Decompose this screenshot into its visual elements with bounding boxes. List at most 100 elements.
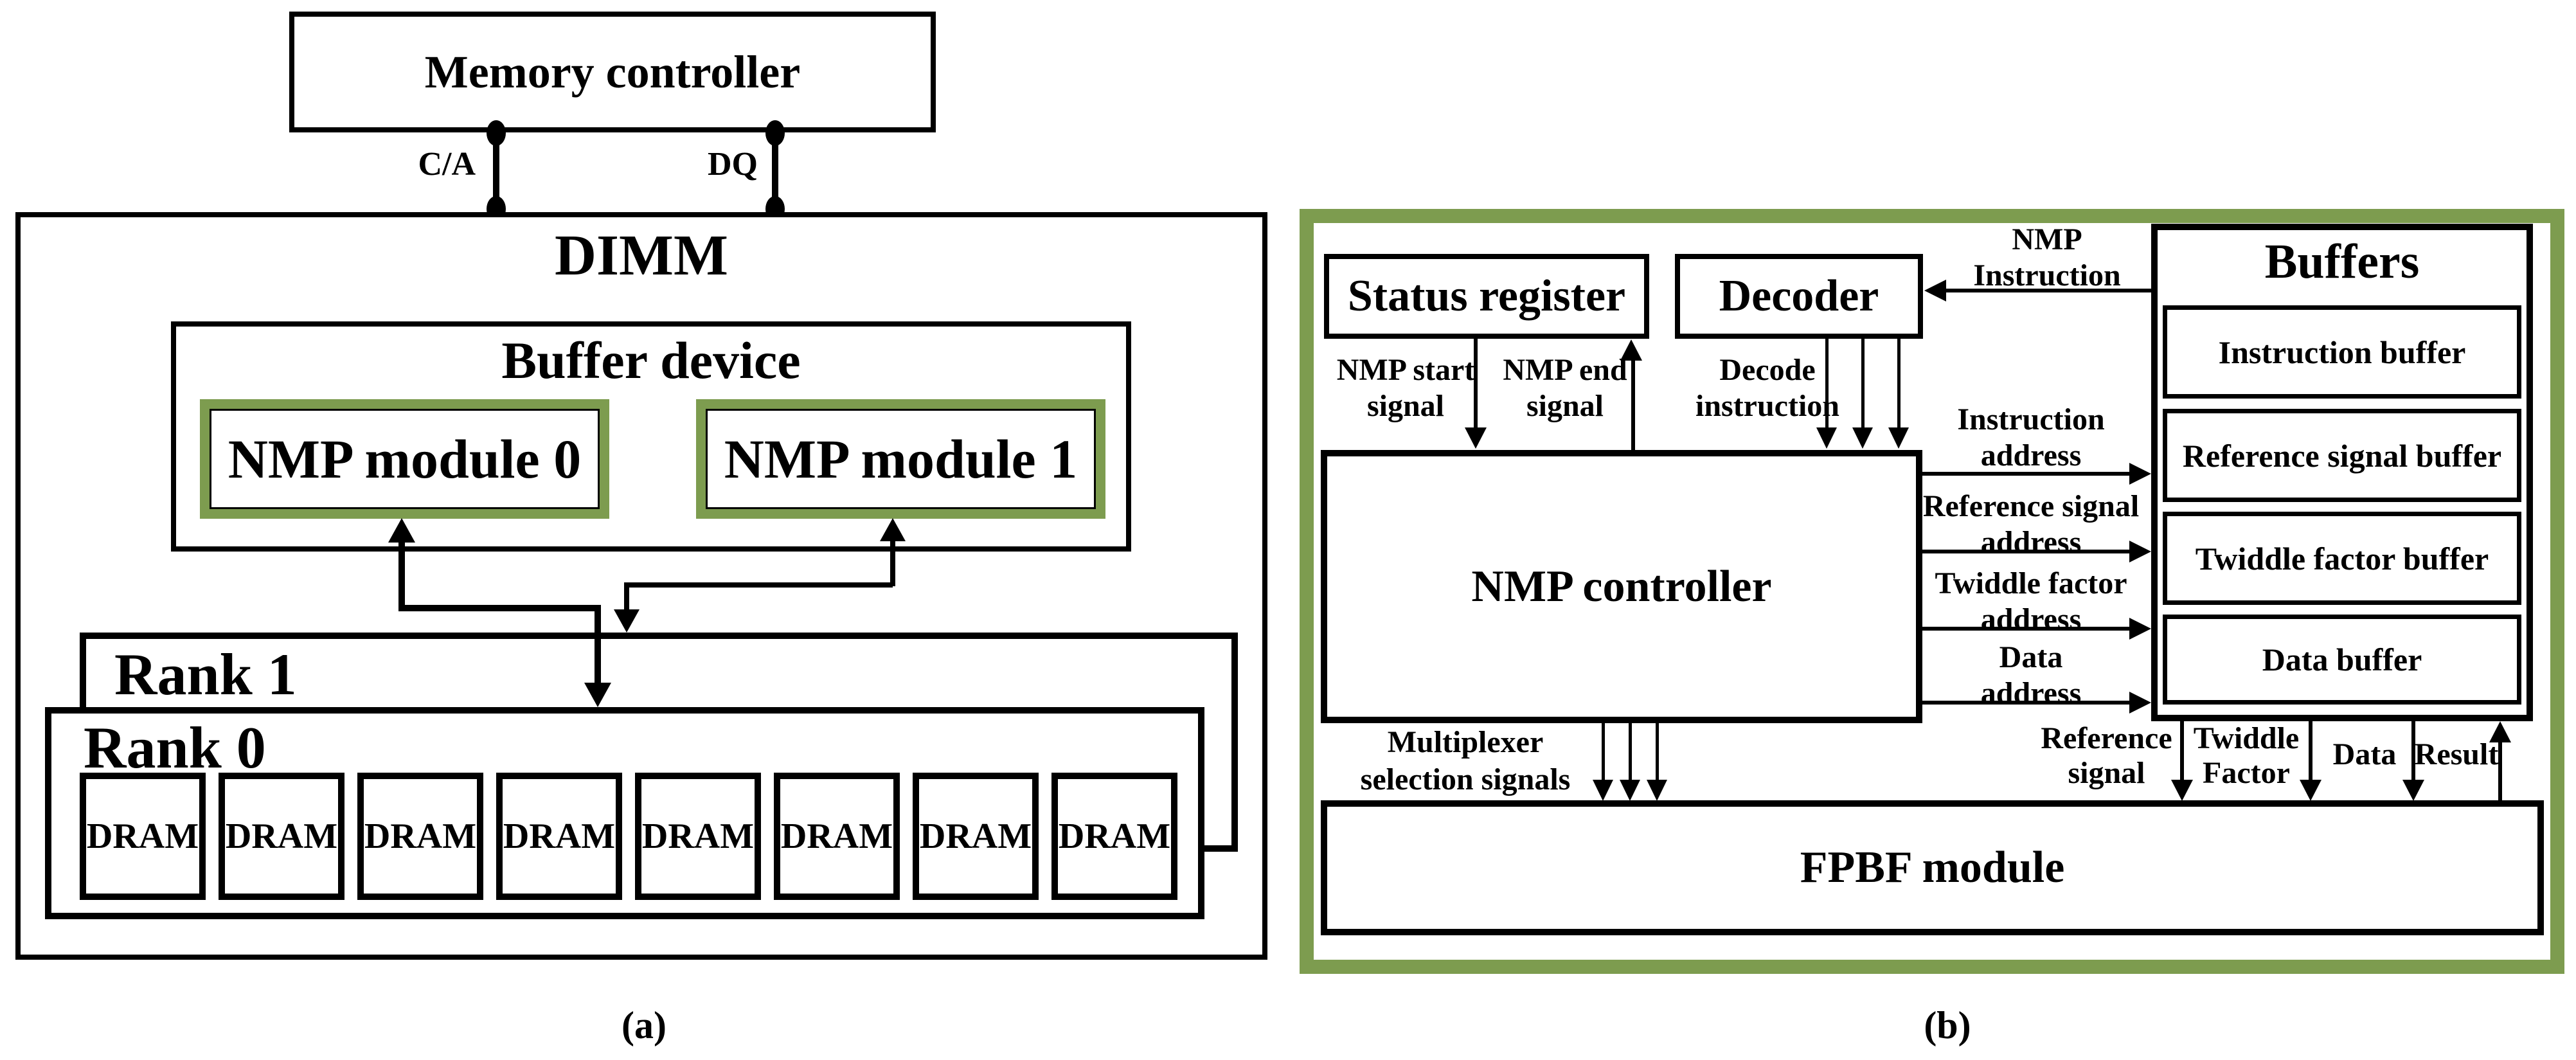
nmp1-bus-segment <box>624 582 893 588</box>
twiddle-factor-buffer-box: Twiddle factor buffer <box>2163 512 2521 605</box>
fpbf-module-box: FPBF module <box>1321 800 2544 935</box>
rank0-box: Rank 0 DRAM DRAM DRAM DRAM DRAM DRAM DRA… <box>45 707 1204 919</box>
buffers-title: Buffers <box>2264 235 2420 289</box>
reference-signal-address-label: Reference signal address <box>1922 489 2140 560</box>
instruction-address-label: Instruction address <box>1957 402 2105 473</box>
decode-line-2 <box>1861 339 1865 427</box>
reference-signal-label: Reference signal <box>2041 721 2172 791</box>
nmp-module-1-box: NMP module 1 <box>696 399 1105 519</box>
panel-a-caption: (a) <box>622 1004 666 1047</box>
decode-line-3 <box>1897 339 1901 427</box>
data-label: Data <box>2332 737 2397 771</box>
arrowhead-right-reference-signal-address <box>2129 541 2151 562</box>
arrowhead-down-reference-signal <box>2171 780 2193 801</box>
dram-chip: DRAM <box>635 773 761 900</box>
nmp-start-line <box>1474 339 1478 427</box>
nmp-module-0-box: NMP module 0 <box>200 399 609 519</box>
ca-top-dot <box>487 120 506 146</box>
buffer-device-label: Buffer device <box>501 331 801 390</box>
mux-line-2 <box>1629 723 1632 780</box>
nmp1-bus-line <box>890 539 895 586</box>
twiddle-factor-label: Twiddle Factor <box>2193 721 2300 791</box>
arrowhead-left-decoder <box>1924 280 1946 301</box>
dimm-label: DIMM <box>555 224 728 287</box>
arrowhead-up-result <box>2489 721 2511 742</box>
arrowhead-right-instruction-address <box>2129 463 2151 485</box>
nmp-module-1-label: NMP module 1 <box>724 428 1078 490</box>
result-line <box>2498 741 2502 800</box>
arrowhead-up-nmp-end <box>1620 339 1642 361</box>
dram-row: DRAM DRAM DRAM DRAM DRAM DRAM DRAM DRAM <box>80 773 1177 900</box>
data-address-label: Data address <box>1980 640 2082 711</box>
reference-signal-line <box>2180 721 2184 780</box>
decode-line-1 <box>1825 339 1829 427</box>
arrowhead-down-mux-3 <box>1647 780 1667 801</box>
nmp-instruction-label: NMP Instruction <box>1973 222 2121 293</box>
arrowhead-down-decode-2 <box>1852 427 1873 449</box>
panel-a: Memory controller C/A DQ DIMM Buffer dev… <box>15 12 1267 1047</box>
status-register-label: Status register <box>1347 271 1626 321</box>
instruction-address-line <box>1922 472 2134 476</box>
nmp-instruction-line <box>1944 289 2156 292</box>
mux-line-3 <box>1656 723 1659 780</box>
dram-chip: DRAM <box>357 773 483 900</box>
twiddle-factor-line <box>2309 721 2312 780</box>
nmp0-bus-segment <box>398 605 601 611</box>
reference-signal-address-line <box>1922 550 2134 553</box>
multiplexer-selection-signals-label: Multiplexer selection signals <box>1360 725 1571 796</box>
rank0-bus-trunk <box>595 605 601 683</box>
dram-chip: DRAM <box>913 773 1039 900</box>
nmp-start-signal-label: NMP start signal <box>1336 353 1475 424</box>
dq-label: DQ <box>708 146 758 183</box>
rank0-label: Rank 0 <box>84 715 266 780</box>
nmp-controller-box: NMP controller <box>1321 450 1922 723</box>
data-address-line <box>1922 701 2134 705</box>
rank1-bus-trunk <box>624 582 629 611</box>
arrowhead-down-rank0 <box>584 683 611 707</box>
arrowhead-down-nmp-start <box>1465 427 1487 449</box>
nmp-end-signal-label: NMP end signal <box>1503 353 1627 424</box>
dq-top-dot <box>765 120 785 146</box>
arrowhead-down-data <box>2402 780 2424 801</box>
data-line <box>2411 721 2415 780</box>
decode-instruction-label: Decode instruction <box>1695 353 1839 424</box>
dram-chip: DRAM <box>774 773 900 900</box>
nmp-end-line <box>1631 359 1635 450</box>
arrowhead-down-rank1 <box>614 609 640 633</box>
nmp0-bus-line <box>398 540 405 608</box>
instruction-buffer-box: Instruction buffer <box>2163 305 2521 399</box>
dram-chip: DRAM <box>219 773 344 900</box>
arrowhead-up-nmp1 <box>880 518 906 541</box>
result-label: Result <box>2414 737 2499 771</box>
arrowhead-right-data-address <box>2129 692 2151 714</box>
ca-line <box>493 132 499 213</box>
dram-chip: DRAM <box>80 773 206 900</box>
arrowhead-down-decode-1 <box>1816 427 1837 449</box>
nmp-controller-label: NMP controller <box>1471 561 1772 611</box>
arrowhead-down-twiddle-factor <box>2300 780 2321 801</box>
arrowhead-down-mux-1 <box>1593 780 1613 801</box>
decoder-label: Decoder <box>1719 271 1879 321</box>
panel-b-caption: (b) <box>1924 1004 1971 1047</box>
nmp-module-0-label: NMP module 0 <box>228 428 582 490</box>
arrowhead-right-twiddle-factor-address <box>2129 618 2151 640</box>
status-register-box: Status register <box>1324 254 1649 339</box>
reference-signal-buffer-box: Reference signal buffer <box>2163 409 2521 502</box>
decoder-box: Decoder <box>1675 254 1923 339</box>
memory-controller-box: Memory controller <box>289 12 936 132</box>
memory-controller-label: Memory controller <box>424 46 801 98</box>
twiddle-factor-address-label: Twiddle factor address <box>1935 566 2127 637</box>
rank1-label: Rank 1 <box>114 642 297 707</box>
dram-chip: DRAM <box>496 773 622 900</box>
dq-line <box>772 132 778 213</box>
mux-line-1 <box>1602 723 1605 780</box>
dram-chip: DRAM <box>1051 773 1177 900</box>
data-buffer-box: Data buffer <box>2163 615 2521 705</box>
arrowhead-up-nmp0 <box>388 518 415 543</box>
fpbf-module-label: FPBF module <box>1800 843 2065 892</box>
arrowhead-down-mux-2 <box>1620 780 1640 801</box>
twiddle-factor-address-line <box>1922 627 2134 631</box>
arrowhead-down-decode-3 <box>1888 427 1909 449</box>
